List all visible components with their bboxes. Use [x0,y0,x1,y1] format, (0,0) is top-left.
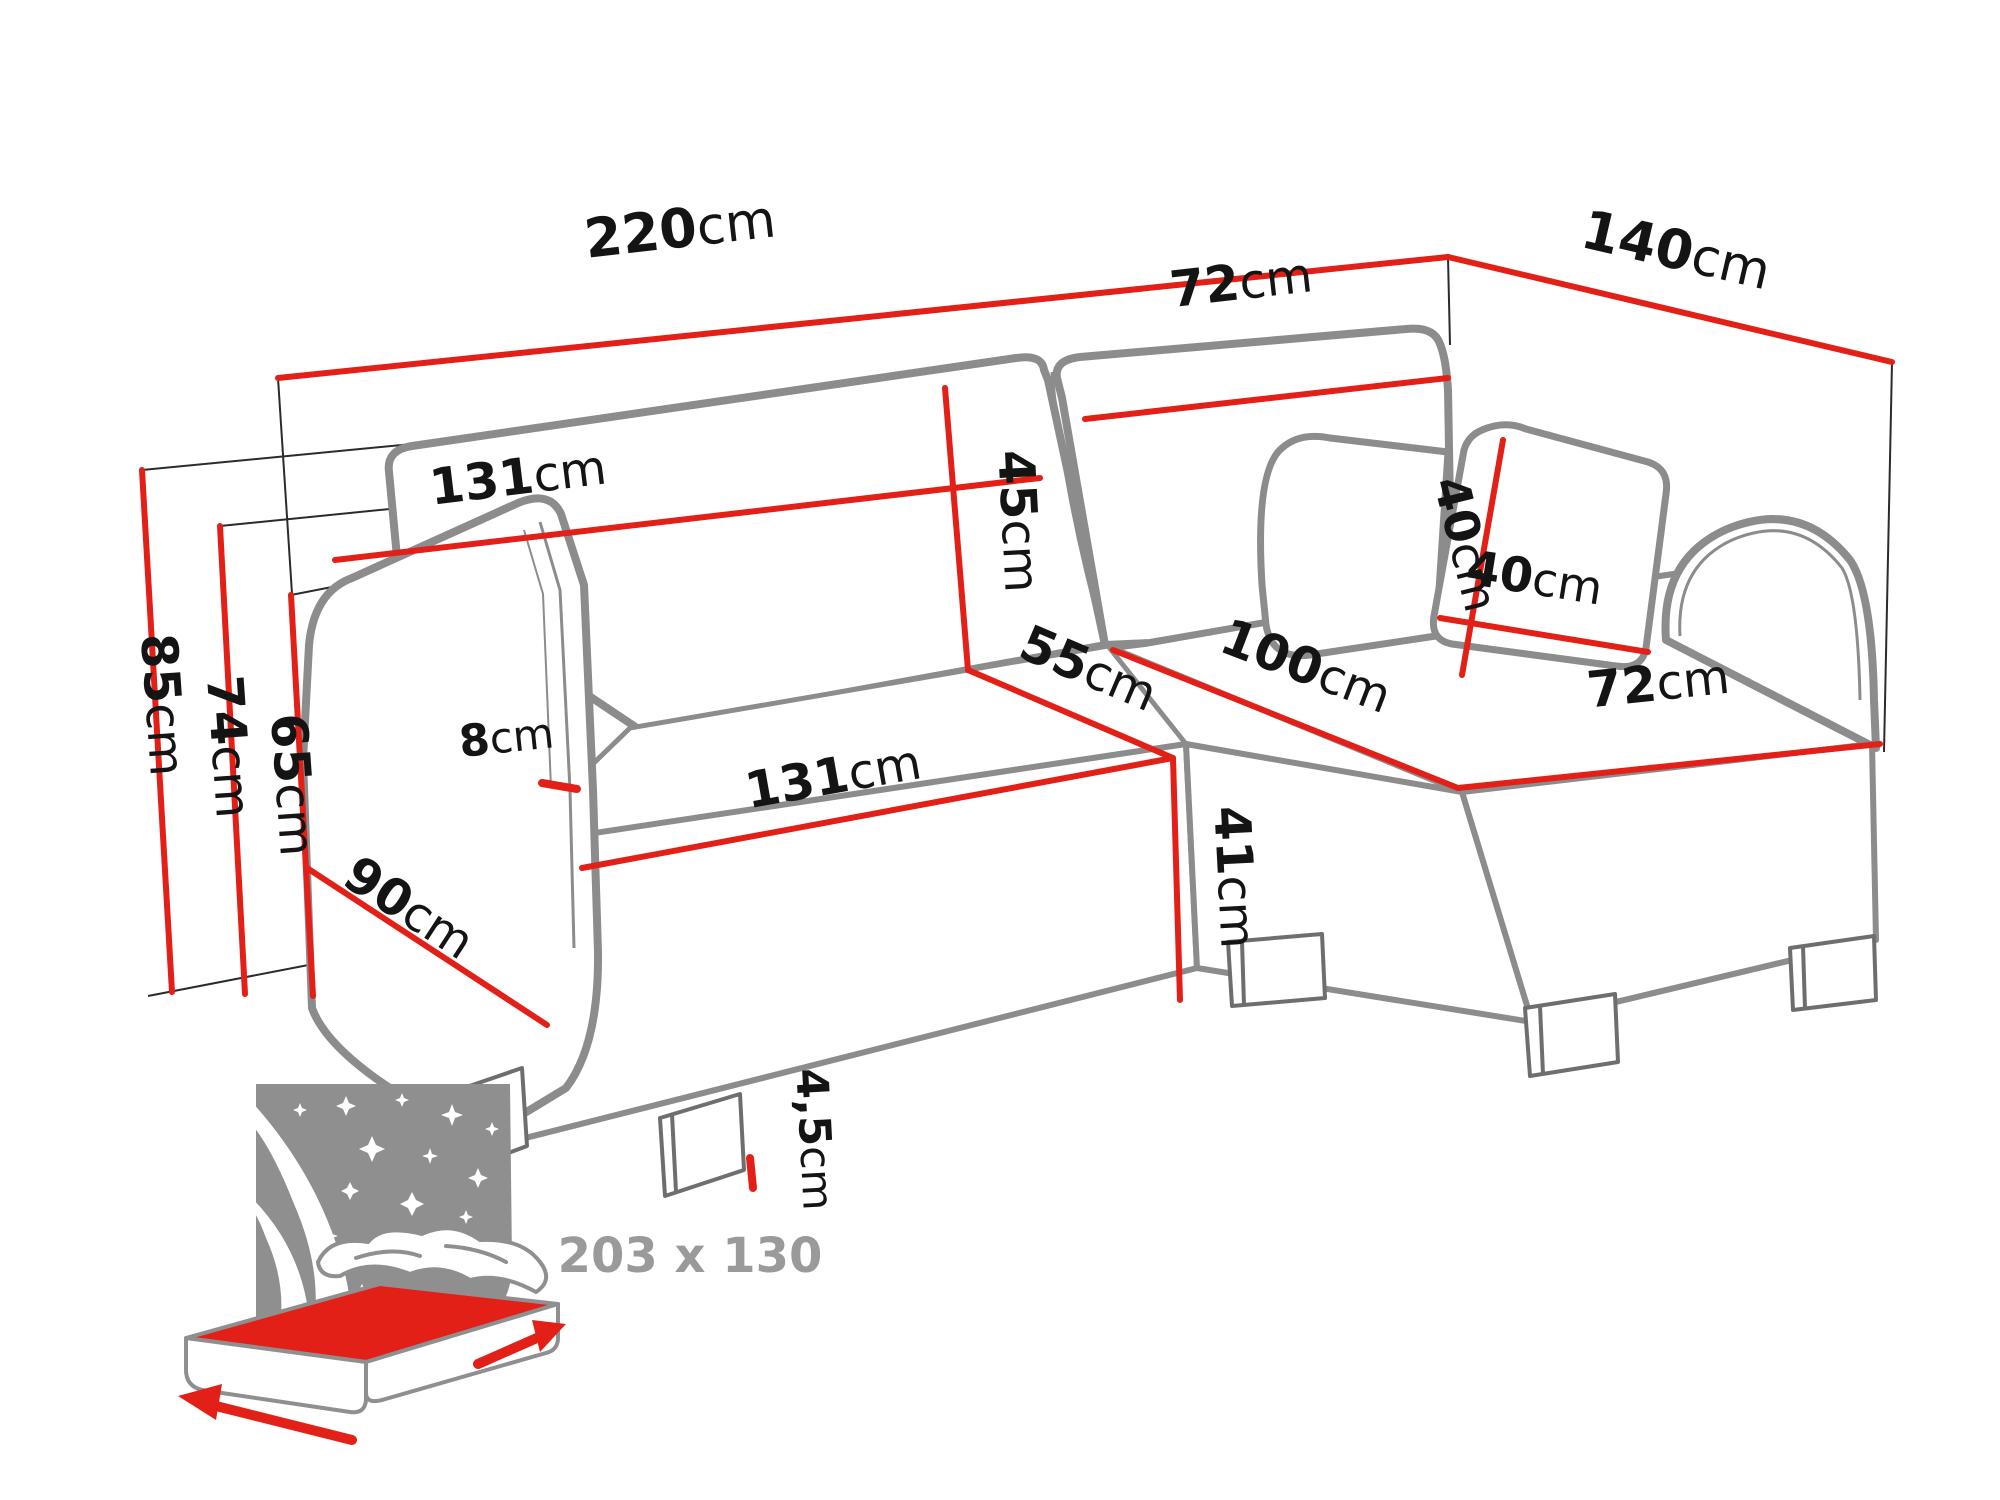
dim-label-85: 85cm [129,632,197,778]
dim-line-140 [1445,254,1895,365]
dimension-lines [139,254,1895,1192]
bed-duvet [316,1226,548,1294]
dim-label-131-back: 131cm [426,438,609,517]
dim-label-8: 8cm [457,707,557,768]
left-armrest-inner-line-1 [538,521,576,949]
dim-label-45mm-leg: 4,5cm [785,1067,843,1212]
sofa-drawing [299,324,1880,1198]
backrest-seam [1050,371,1107,646]
chaise-armrest [1661,515,1880,752]
dim-line-72-back [1082,375,1451,422]
pillow-front [1429,421,1671,671]
leg-chaise-left [1226,932,1327,1008]
bed-night-icon [178,1084,566,1445]
dim-label-220: 220cm [581,186,779,270]
dim-tick-8 [538,779,581,793]
dim-line-40-horiz [1437,615,1651,655]
dim-line-131-back [332,475,1043,563]
dim-label-74: 74cm [195,674,263,820]
chaise-armrest-inner-line [1678,529,1862,701]
dim-label-45: 45cm [986,448,1051,594]
dim-line-220 [275,254,1451,381]
left-armrest-inner-line-2 [523,529,552,789]
sleeping-area-label: 203 x 130 [558,1228,823,1284]
dim-label-72-chaise: 72cm [1584,647,1732,720]
pillow-back [1257,432,1452,660]
dim-line-40-vert [1459,437,1506,678]
dim-label-40-horiz: 40cm [1462,540,1606,617]
dim-line-90 [304,865,550,1028]
dim-line-100 [1110,647,1461,791]
dim-line-55 [965,667,1176,761]
left-armrest [299,494,603,1141]
mattress-right-face [364,1302,560,1404]
dim-line-72-chaise [1455,741,1883,791]
dim-line-74 [217,523,248,997]
leg-chaise-front [1523,992,1620,1078]
dim-label-72-back: 72cm [1167,245,1315,319]
dim-label-41: 41cm [1202,804,1267,950]
bed-duvet-fold [354,1244,508,1264]
leg-chaise-right [1788,934,1878,1012]
dim-line-65 [288,592,316,999]
mattress-front-face [184,1336,368,1415]
dim-line-131-seat [579,755,1176,871]
mattress-arrows [178,1320,566,1445]
dim-line-45 [942,385,971,673]
dim-tick-45mm [746,1154,757,1192]
dim-label-65: 65cm [259,712,327,858]
dim-line-41 [1170,755,1183,1003]
leg-front-mid [658,1092,746,1198]
dim-label-140: 140cm [1576,198,1777,303]
sky-swoosh-2 [250,1196,309,1326]
dim-line-85 [139,467,175,995]
